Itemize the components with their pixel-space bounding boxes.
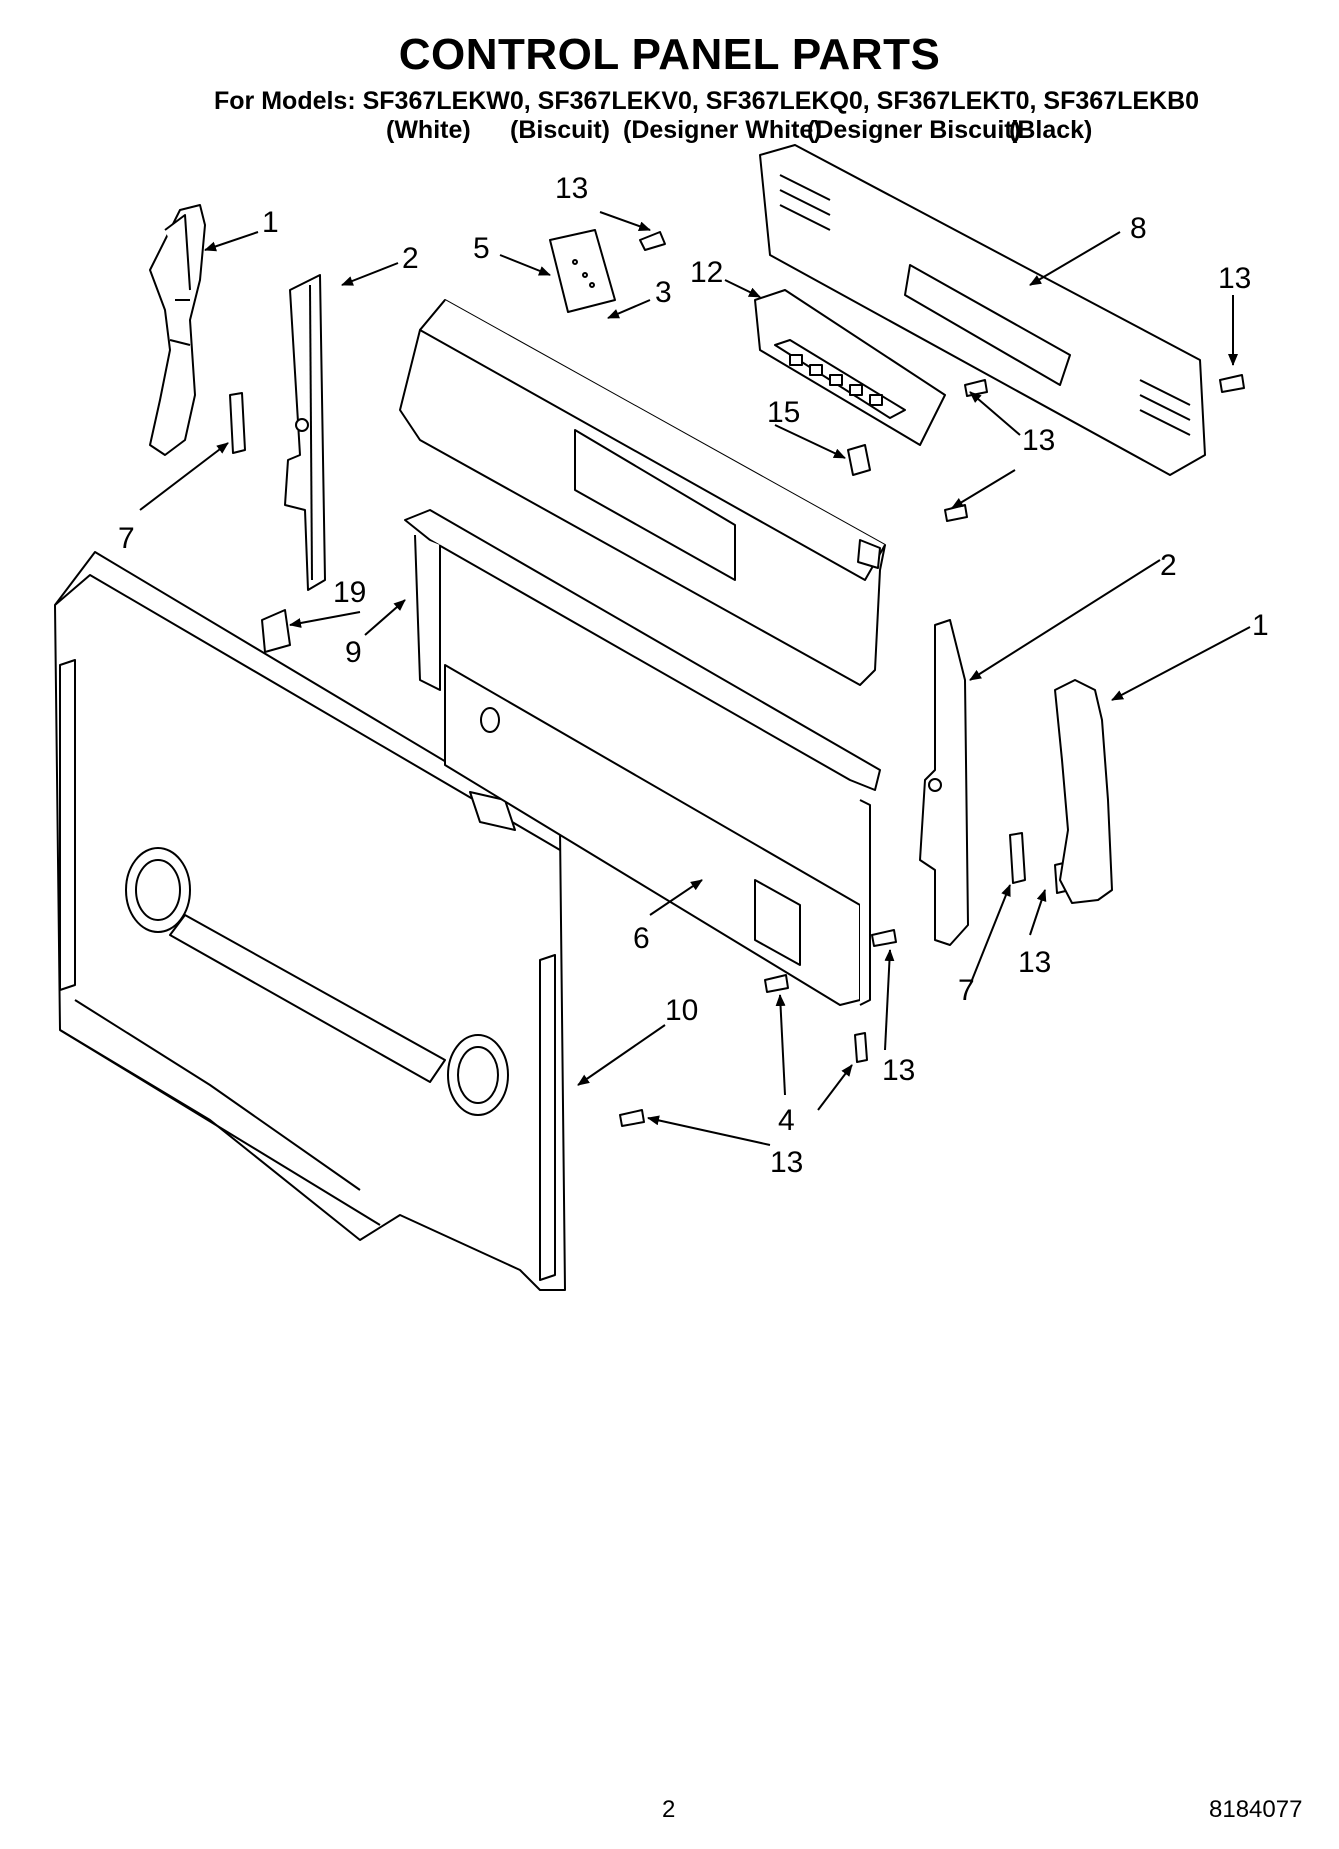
part-12-control-board <box>754 289 946 446</box>
callout-15: 15 <box>767 396 800 429</box>
color-designer-biscuit: (Designer Biscuit) <box>807 116 1021 144</box>
screw-13-top <box>639 231 666 251</box>
callout-19: 19 <box>333 576 366 609</box>
screw-13-center <box>944 504 968 522</box>
callout-1-left: 1 <box>262 206 279 239</box>
callout-2-left: 2 <box>402 242 419 275</box>
callout-13-side: 13 <box>1018 946 1051 979</box>
part-19-clip <box>261 609 291 653</box>
screw-4 <box>854 1032 868 1063</box>
screw-13-bottom <box>619 1109 645 1127</box>
callout-13-right: 13 <box>1218 262 1251 295</box>
part-1-right-endcap <box>1054 679 1113 904</box>
callout-12: 12 <box>690 256 723 289</box>
leader-lines <box>139 211 1251 1146</box>
color-biscuit: (Biscuit) <box>510 116 610 144</box>
document-number: 8184077 <box>1209 1796 1303 1823</box>
callout-6: 6 <box>633 922 650 955</box>
color-black: (Black) <box>1009 116 1093 144</box>
callout-5: 5 <box>473 232 490 265</box>
callout-8: 8 <box>1130 212 1147 245</box>
callout-3: 3 <box>655 276 672 309</box>
part-2-right-bracket <box>919 619 969 946</box>
part-1-left-endcap <box>149 204 206 456</box>
part-2-left-bracket <box>284 274 326 591</box>
callout-7-left: 7 <box>118 522 135 555</box>
part-5-board <box>549 229 616 313</box>
callout-7-right: 7 <box>958 974 975 1007</box>
callout-13-top: 13 <box>555 172 588 205</box>
callout-9: 9 <box>345 636 362 669</box>
models-line: For Models: SF367LEKW0, SF367LEKV0, SF36… <box>214 87 1200 115</box>
color-white: (White) <box>386 116 471 144</box>
color-designer-white: (Designer White) <box>623 116 822 144</box>
part-8-rear-top-panel <box>759 144 1206 476</box>
callout-13-mid: 13 <box>1022 424 1055 457</box>
part-6-inner-panel <box>444 664 871 1006</box>
callout-13-bottom: 13 <box>770 1146 803 1179</box>
part-7-right-bracket <box>1009 832 1026 884</box>
screw-13-right <box>1219 374 1245 393</box>
part-9-trim-frame <box>404 509 881 791</box>
callout-2-right: 2 <box>1160 549 1177 582</box>
page-title: CONTROL PANEL PARTS <box>398 30 941 79</box>
callout-13-lower: 13 <box>882 1054 915 1087</box>
screw-13-mid <box>964 379 988 397</box>
part-7-left-bracket <box>229 392 246 454</box>
part-10-rear-panel <box>54 551 566 1291</box>
screw-13-lower <box>764 974 789 993</box>
screw-13-side <box>871 929 897 947</box>
callout-4: 4 <box>778 1104 795 1137</box>
callout-1-right: 1 <box>1252 609 1269 642</box>
part-3-console <box>399 299 886 686</box>
page-number: 2 <box>662 1796 676 1823</box>
part-15-clip <box>847 444 871 476</box>
callout-10: 10 <box>665 994 698 1027</box>
